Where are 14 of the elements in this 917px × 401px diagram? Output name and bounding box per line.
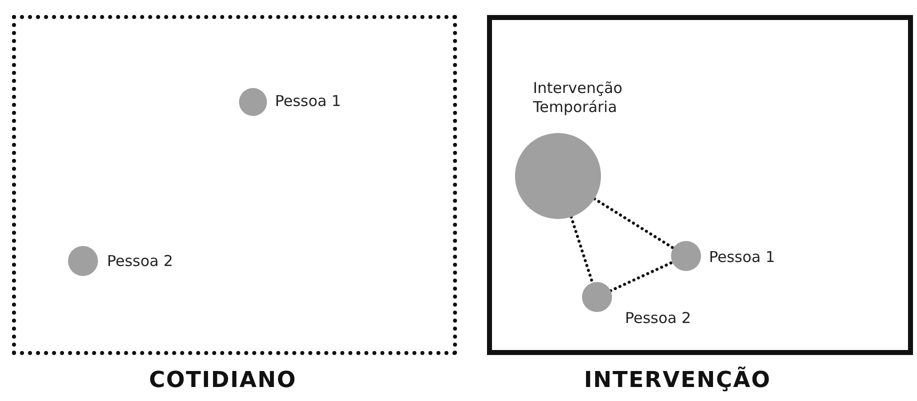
circle-label: Pessoa 1 — [275, 92, 342, 111]
person-circle — [68, 246, 98, 276]
dotted-line — [570, 215, 594, 284]
circle-label: Pessoa 2 — [107, 252, 174, 271]
person-circle — [582, 282, 612, 312]
circle-label: Pessoa 2 — [625, 309, 692, 328]
person-circle — [239, 88, 267, 116]
circle-label: Pessoa 1 — [709, 248, 776, 267]
dotted-line — [592, 197, 675, 250]
person-circle — [671, 241, 701, 271]
circle-label: Intervenção Temporária — [533, 79, 624, 117]
panel-heading: COTIDIANO — [149, 368, 297, 394]
panel-heading: INTERVENÇÃO — [584, 368, 771, 394]
dotted-line — [609, 260, 674, 292]
